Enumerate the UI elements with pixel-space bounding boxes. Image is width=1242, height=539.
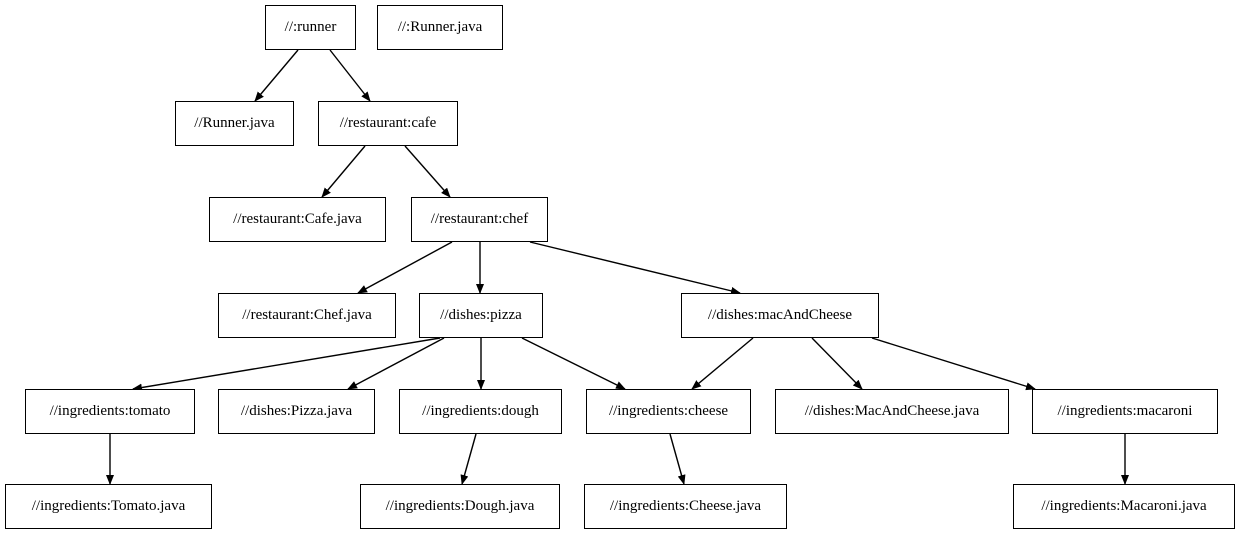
graph-node-dishes-mac-java[interactable]: //dishes:MacAndCheese.java bbox=[775, 389, 1009, 434]
graph-edge-dishes-mac-to-ingredients-cheese bbox=[691, 337, 754, 390]
graph-node-label: //ingredients:tomato bbox=[49, 403, 171, 419]
graph-node-label: //ingredients:Cheese.java bbox=[609, 498, 762, 514]
graph-edge-dishes-pizza-to-ingredients-tomato bbox=[132, 337, 441, 392]
graph-edge-dishes-pizza-to-ingredients-cheese bbox=[521, 337, 626, 390]
graph-node-ingredients-dough[interactable]: //ingredients:dough bbox=[399, 389, 562, 434]
graph-node-macaroni-java[interactable]: //ingredients:Macaroni.java bbox=[1013, 484, 1235, 529]
graph-node-restaurant-cafe[interactable]: //restaurant:cafe bbox=[318, 101, 458, 146]
graph-node-label: //restaurant:chef bbox=[430, 211, 529, 227]
graph-node-dishes-mac[interactable]: //dishes:macAndCheese bbox=[681, 293, 879, 338]
graph-node-ingredients-cheese[interactable]: //ingredients:cheese bbox=[586, 389, 751, 434]
graph-node-label: //dishes:Pizza.java bbox=[240, 403, 353, 419]
graph-edge-ingredients-cheese-to-cheese-java bbox=[669, 433, 686, 485]
graph-edge-runner-target-to-restaurant-cafe bbox=[329, 49, 371, 102]
graph-edge-restaurant-chef-to-dishes-mac bbox=[529, 241, 741, 295]
graph-edge-runner-target-to-runner-java bbox=[254, 49, 299, 102]
graph-node-label: //dishes:pizza bbox=[440, 307, 522, 323]
graph-node-label: //ingredients:Tomato.java bbox=[31, 498, 186, 514]
graph-node-label: //ingredients:Macaroni.java bbox=[1041, 498, 1207, 514]
graph-node-tomato-java[interactable]: //ingredients:Tomato.java bbox=[5, 484, 212, 529]
graph-node-label: //restaurant:Cafe.java bbox=[233, 211, 362, 227]
graph-node-cheese-java[interactable]: //ingredients:Cheese.java bbox=[584, 484, 787, 529]
graph-node-label: //restaurant:cafe bbox=[339, 115, 437, 131]
graph-node-dishes-pizza-java[interactable]: //dishes:Pizza.java bbox=[218, 389, 375, 434]
graph-node-label: //ingredients:Dough.java bbox=[385, 498, 535, 514]
graph-node-restaurant-chef-java[interactable]: //restaurant:Chef.java bbox=[218, 293, 396, 338]
graph-node-ingredients-tomato[interactable]: //ingredients:tomato bbox=[25, 389, 195, 434]
graph-node-restaurant-cafe-java[interactable]: //restaurant:Cafe.java bbox=[209, 197, 386, 242]
graph-node-restaurant-chef[interactable]: //restaurant:chef bbox=[411, 197, 548, 242]
graph-node-ingredients-macaroni[interactable]: //ingredients:macaroni bbox=[1032, 389, 1218, 434]
graph-node-runner-target[interactable]: //:runner bbox=[265, 5, 356, 50]
graph-node-label: //Runner.java bbox=[194, 115, 275, 131]
graph-node-label: //restaurant:Chef.java bbox=[242, 307, 372, 323]
graph-edge-dishes-mac-to-dishes-mac-java bbox=[811, 337, 863, 390]
graph-node-label: //ingredients:macaroni bbox=[1057, 403, 1193, 419]
graph-node-label: //dishes:MacAndCheese.java bbox=[804, 403, 980, 419]
graph-edge-restaurant-chef-to-restaurant-chef-java bbox=[357, 241, 453, 294]
graph-node-root-runner-java[interactable]: //:Runner.java bbox=[377, 5, 503, 50]
graph-node-label: //:Runner.java bbox=[397, 19, 483, 35]
graph-edge-restaurant-cafe-to-restaurant-cafe-java bbox=[321, 145, 366, 198]
graph-node-label: //ingredients:cheese bbox=[608, 403, 729, 419]
graph-node-label: //ingredients:dough bbox=[422, 403, 539, 419]
graph-node-dough-java[interactable]: //ingredients:Dough.java bbox=[360, 484, 560, 529]
graph-node-dishes-pizza[interactable]: //dishes:pizza bbox=[419, 293, 543, 338]
graph-node-label: //dishes:macAndCheese bbox=[707, 307, 853, 323]
graph-edge-restaurant-cafe-to-restaurant-chef bbox=[404, 145, 451, 198]
graph-edge-dishes-pizza-to-dishes-pizza-java bbox=[347, 337, 445, 390]
graph-node-label: //:runner bbox=[284, 19, 337, 35]
graph-edge-ingredients-dough-to-dough-java bbox=[460, 433, 477, 485]
graph-edge-dishes-mac-to-ingredients-macaroni bbox=[871, 337, 1036, 391]
graph-node-runner-java[interactable]: //Runner.java bbox=[175, 101, 294, 146]
